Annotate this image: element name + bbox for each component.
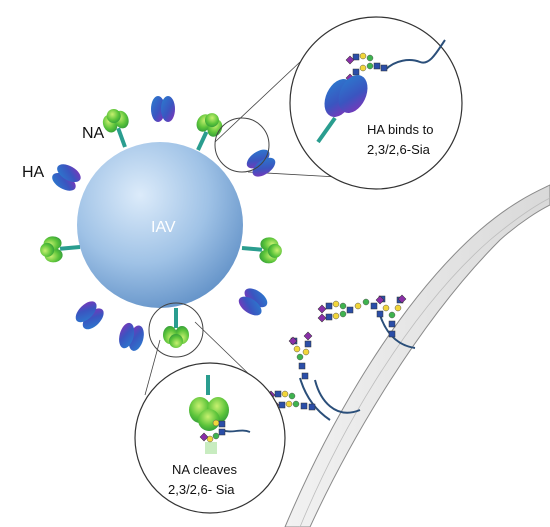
ha-spike: [149, 94, 177, 144]
na-spike: [184, 106, 229, 158]
na-callout-text-1: NA cleaves: [172, 462, 238, 477]
glycan-tree-3: [288, 331, 313, 380]
cleaved-sialic-acid: [205, 442, 217, 454]
na-spike: [161, 306, 191, 350]
glycan-tree-1: [317, 298, 384, 323]
ha-binding-callout: HA binds to 2,3/2,6-Sia: [289, 16, 463, 190]
na-callout-text-2: 2,3/2,6- Sia: [168, 482, 235, 497]
ha-spike: [217, 271, 273, 322]
na-spike: [97, 102, 140, 154]
ha-callout-text-2: 2,3/2,6-Sia: [367, 142, 431, 157]
host-cell-membrane: [284, 184, 550, 527]
ha-spike: [114, 299, 154, 355]
na-cleave-callout: NA cleaves 2,3/2,6- Sia: [134, 362, 286, 514]
ha-callout-text-1: HA binds to: [367, 122, 434, 137]
ha-zoom-marker: [214, 117, 270, 173]
sialylated-glycans: [266, 294, 416, 421]
iav-label: IAV: [151, 219, 176, 236]
na-label: NA: [82, 125, 105, 142]
ha-label: HA: [22, 164, 45, 181]
na-spike: [238, 233, 285, 267]
ha-spike: [225, 143, 281, 194]
na-zoom-marker: [148, 302, 204, 358]
iav-virion: IAV: [77, 142, 243, 308]
na-spike: [37, 232, 84, 266]
